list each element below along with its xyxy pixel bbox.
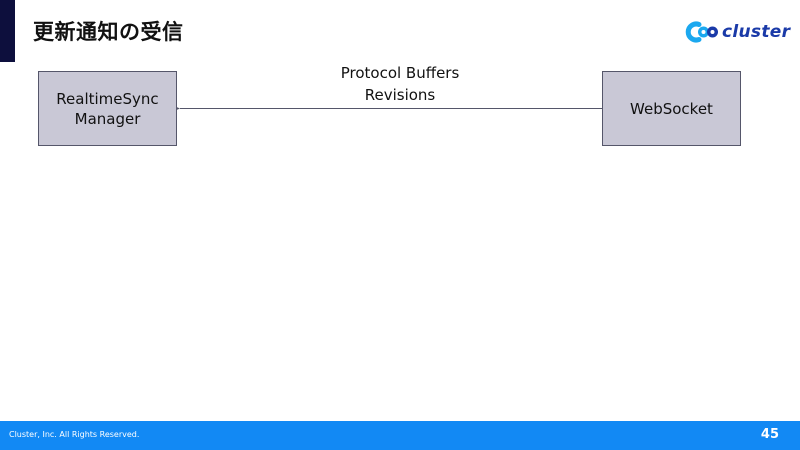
cluster-logo: cluster	[685, 20, 790, 44]
slide-title: 更新通知の受信	[33, 20, 184, 44]
node-label-websocket: WebSocket	[630, 99, 713, 118]
edge-label-protocol-buffers: Protocol Buffers	[340, 64, 460, 82]
node-websocket: WebSocket	[602, 71, 741, 146]
footer-bar: Cluster, Inc. All Rights Reserved. 45	[0, 421, 800, 450]
footer-copyright: Cluster, Inc. All Rights Reserved.	[9, 430, 140, 439]
page-number: 45	[760, 427, 779, 442]
edge-label-revisions: Revisions	[364, 86, 436, 104]
cluster-logo-text: cluster	[722, 22, 791, 42]
title-accent-bar	[0, 0, 15, 62]
node-realtime-sync-manager: RealtimeSync Manager	[38, 71, 177, 146]
cluster-logo-icon	[685, 21, 718, 43]
node-label-realtime-sync-manager: RealtimeSync Manager	[56, 89, 159, 128]
